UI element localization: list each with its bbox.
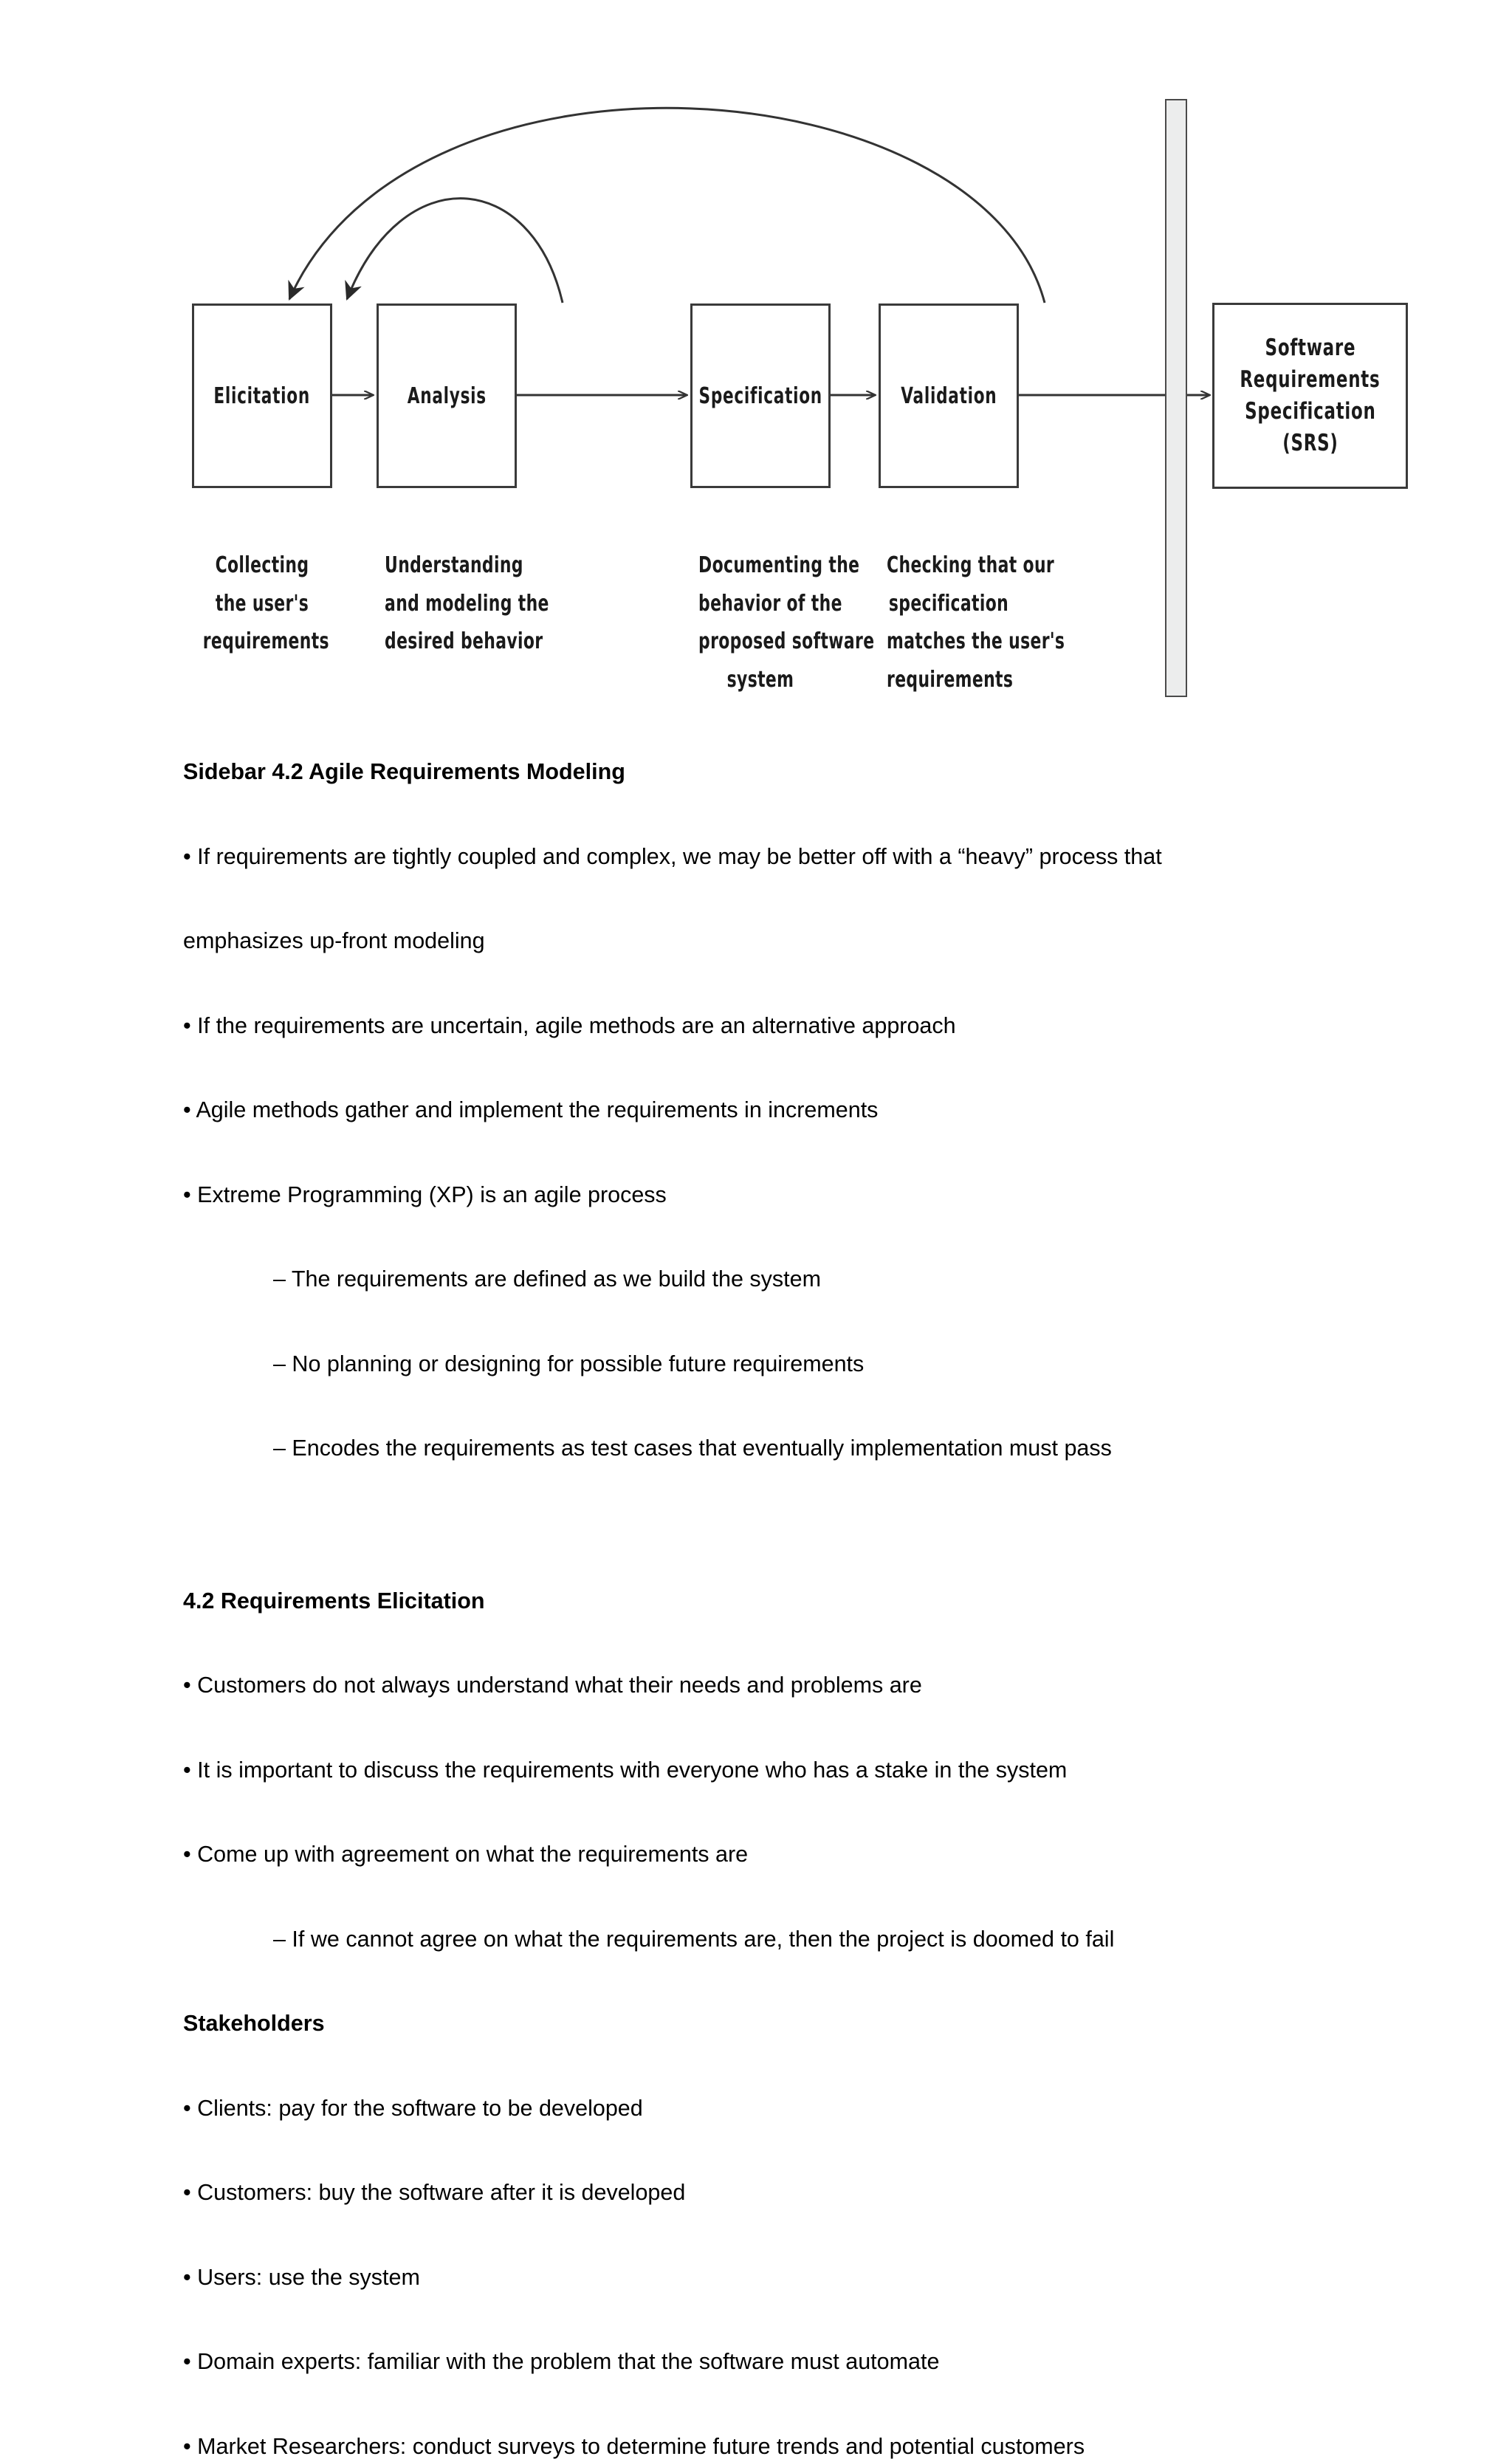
stage-box-validation: Validation xyxy=(879,303,1019,488)
stage-box-specification: Specification xyxy=(690,303,831,488)
list-item: • Extreme Programming (XP) is an agile p… xyxy=(183,1182,667,1207)
caption-line: Documenting the xyxy=(698,552,860,578)
srs-line-2: Requirements xyxy=(1240,366,1381,394)
caption-line: and modeling the xyxy=(385,590,549,617)
list-item: • Agile methods gather and implement the… xyxy=(183,1097,879,1122)
caption-line: desired behavior xyxy=(385,628,543,655)
caption-line: specification xyxy=(888,590,1009,617)
caption-line: behavior of the xyxy=(698,590,842,617)
stage-box-analysis: Analysis xyxy=(377,303,517,488)
list-item: • Customers do not always understand wha… xyxy=(183,1673,922,1698)
srs-line-4: (SRS) xyxy=(1282,429,1339,456)
caption-specification: Documenting the behavior of the proposed… xyxy=(676,546,875,699)
list-item: • Clients: pay for the software to be de… xyxy=(183,2095,643,2121)
list-item: • It is important to discuss the require… xyxy=(183,1757,1068,1783)
list-item: • Domain experts: familiar with the prob… xyxy=(183,2349,940,2374)
list-item: • Customers: buy the software after it i… xyxy=(183,2180,686,2205)
stakeholders-heading: Stakeholders xyxy=(183,2011,325,2036)
list-item: • If the requirements are uncertain, agi… xyxy=(183,1012,956,1038)
list-item: • Users: use the system xyxy=(183,2264,420,2290)
list-item: • Market Researchers: conduct surveys to… xyxy=(183,2433,1085,2459)
list-item: • If requirements are tightly coupled an… xyxy=(183,843,1162,869)
stage-label-analysis: Analysis xyxy=(407,383,487,409)
caption-line: matches the user's xyxy=(887,628,1065,655)
document-body: Sidebar 4.2 Agile Requirements Modeling … xyxy=(183,761,1453,2458)
list-item: • Come up with agreement on what the req… xyxy=(183,1842,749,1867)
sub-list-item: – The requirements are defined as we bui… xyxy=(273,1266,822,1292)
caption-validation: Checking that our specification matches … xyxy=(864,546,1065,699)
srs-line-3: Specification xyxy=(1244,398,1376,425)
sub-list-item: – No planning or designing for possible … xyxy=(273,1351,865,1376)
section-heading: 4.2 Requirements Elicitation xyxy=(183,1588,485,1613)
stage-label-elicitation: Elicitation xyxy=(213,383,311,409)
stage-label-validation: Validation xyxy=(900,383,997,409)
feedback-arc-analysis-to-elicitation xyxy=(347,197,564,303)
caption-line: proposed software xyxy=(698,628,875,655)
sub-list-item: – Encodes the requirements as test cases… xyxy=(273,1436,1112,1461)
caption-line: requirements xyxy=(887,666,1014,693)
caption-line: system xyxy=(726,666,794,693)
caption-line: Understanding xyxy=(385,552,523,578)
caption-analysis: Understanding and modeling the desired b… xyxy=(362,546,549,661)
srs-output-box: Software Requirements Specification (SRS… xyxy=(1212,303,1408,489)
sidebar-heading: Sidebar 4.2 Agile Requirements Modeling xyxy=(183,759,625,784)
stage-box-elicitation: Elicitation xyxy=(192,303,332,488)
caption-line: the user's xyxy=(215,590,309,617)
caption-line: requirements xyxy=(202,628,329,655)
srs-line-1: Software xyxy=(1265,335,1355,362)
caption-elicitation: Collecting the user's requirements xyxy=(181,546,343,661)
caption-line: Checking that our xyxy=(887,552,1055,578)
requirements-process-diagram: Elicitation Analysis Specification Valid… xyxy=(0,0,1512,731)
stage-label-specification: Specification xyxy=(698,383,822,409)
sub-list-item: – If we cannot agree on what the require… xyxy=(273,1926,1115,1952)
list-item-continuation: emphasizes up-front modeling xyxy=(183,928,485,953)
feedback-arc-validation-to-elicitation xyxy=(289,106,1046,303)
process-boundary-bar xyxy=(1165,99,1187,697)
caption-line: Collecting xyxy=(215,552,309,578)
